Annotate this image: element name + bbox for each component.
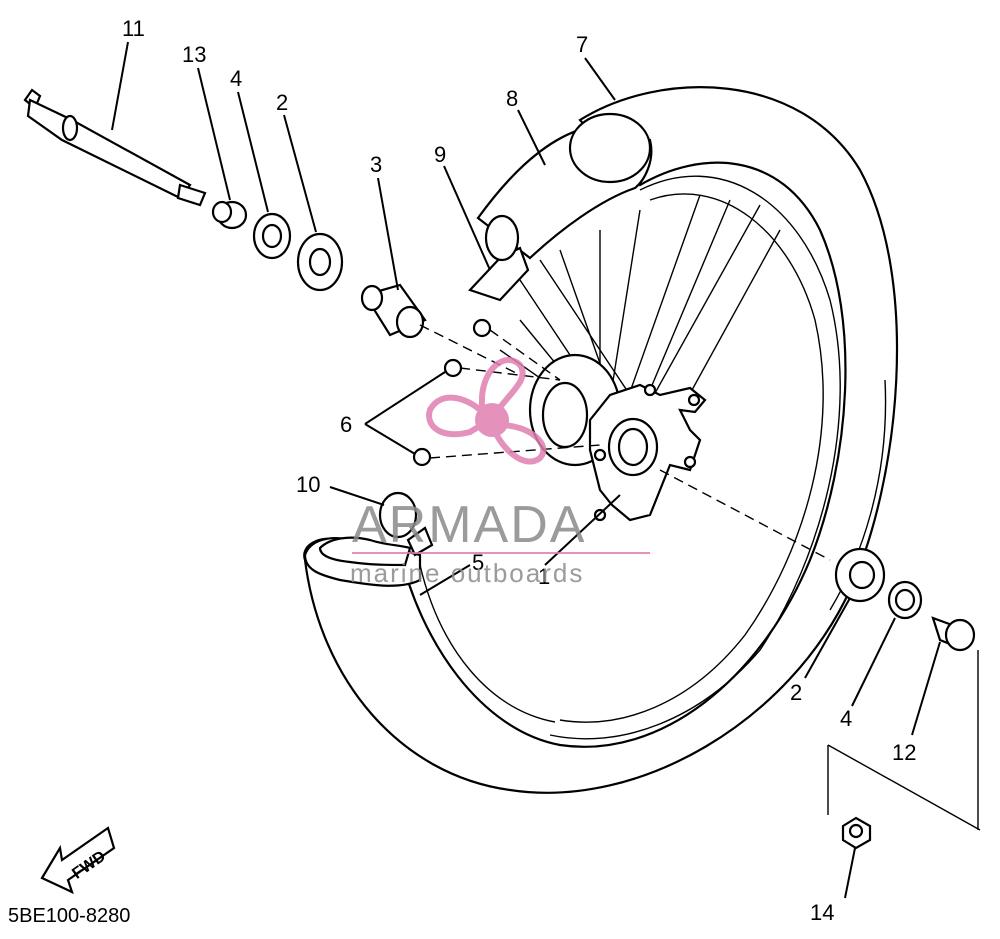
collar-13	[211, 200, 248, 230]
rim-lock-part	[468, 214, 530, 302]
bearing-2-left	[296, 232, 344, 292]
wheel-hub	[528, 353, 707, 522]
callout-4-left: 4	[230, 66, 242, 91]
assembly-axis-lines	[419, 324, 981, 831]
leader-lines	[111, 41, 941, 899]
callout-4-right: 4	[840, 706, 852, 731]
watermark-tagline: marine outboards	[350, 558, 584, 588]
callout-7: 7	[576, 32, 588, 57]
callout-10: 10	[296, 472, 320, 497]
callout-6: 6	[340, 412, 352, 437]
axle-shaft	[23, 88, 207, 207]
propeller-logo-icon	[426, 357, 547, 465]
callout-9: 9	[434, 142, 446, 167]
callout-11: 11	[122, 16, 145, 41]
valve-stem	[378, 491, 434, 557]
callout-12: 12	[892, 740, 916, 765]
armada-watermark: ARMADA marine outboards	[350, 357, 650, 588]
nut-14	[841, 816, 872, 850]
callout-labels: 11 13 4 2 3 9 8 7 6 10 5 1 2 4 12 14	[122, 16, 916, 925]
diagram-code: 5BE100-8280	[8, 905, 130, 927]
callout-3: 3	[370, 152, 382, 177]
oil-seal-4-right	[887, 580, 923, 620]
watermark-brand: ARMADA	[352, 496, 586, 554]
callout-8: 8	[506, 86, 518, 111]
callout-14: 14	[810, 900, 834, 925]
inner-tube	[303, 536, 422, 587]
callout-13: 13	[182, 42, 206, 67]
callout-5: 5	[472, 550, 484, 575]
spacer-3	[360, 283, 427, 339]
callout-1: 1	[538, 564, 550, 589]
callout-2-right: 2	[790, 680, 802, 705]
bearing-2-right	[834, 547, 886, 603]
screws-6	[412, 318, 492, 467]
fwd-arrow: FWD	[40, 826, 116, 895]
collar-12	[931, 616, 976, 652]
oil-seal-4-left	[252, 212, 292, 260]
callout-2-left: 2	[276, 90, 288, 115]
rim-band	[476, 112, 653, 260]
